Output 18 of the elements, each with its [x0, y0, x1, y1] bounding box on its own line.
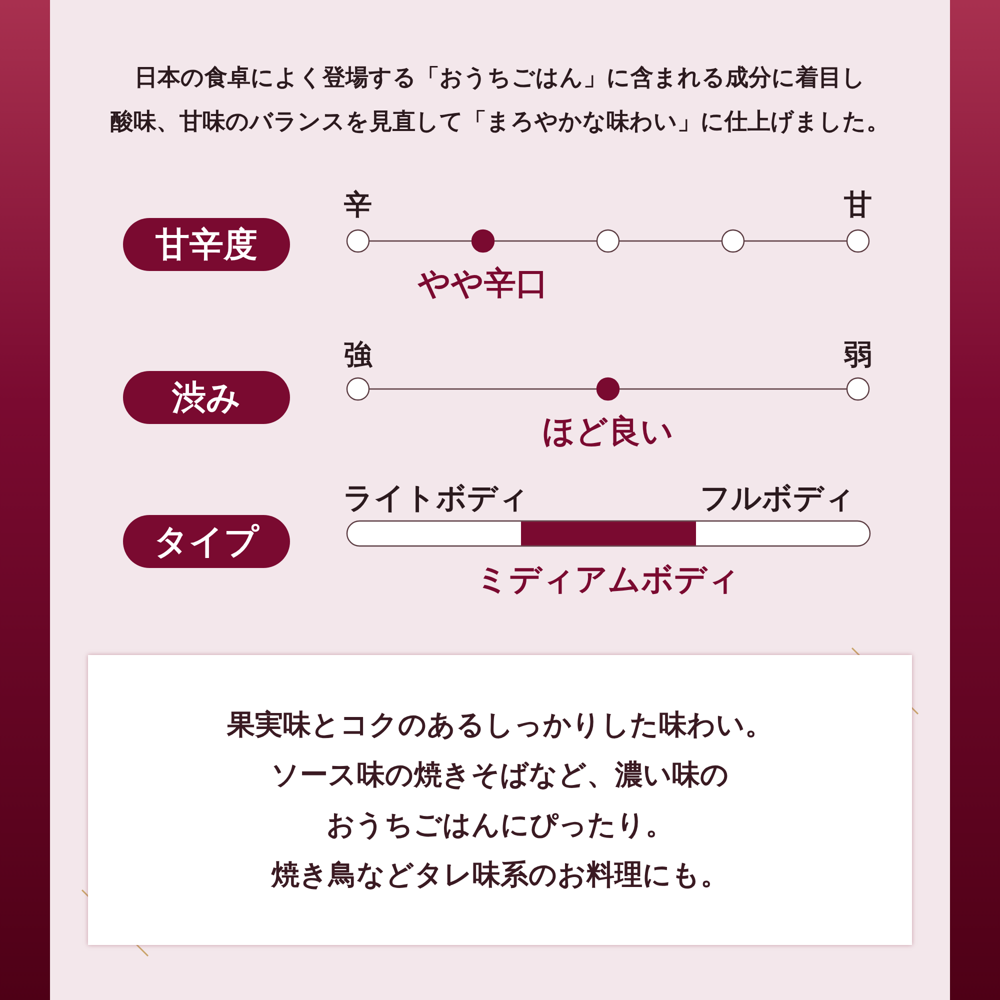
scale-end-label: 甘 — [844, 187, 872, 223]
scale-end-label: 辛 — [344, 187, 372, 223]
scale-end-label: ライトボディ — [343, 480, 529, 518]
scale-end-label: 強 — [344, 337, 372, 373]
description-text: 焼き鳥などタレ味系のお料理にも。 — [272, 857, 728, 893]
category-label: 甘辛度 — [123, 218, 290, 271]
scale-end-label: 弱 — [844, 337, 872, 373]
rating-value: ミディアムボディ — [476, 559, 740, 600]
category-label: タイプ — [123, 515, 290, 568]
category-label: 渋み — [123, 371, 290, 424]
rating-value: やや辛口 — [418, 263, 548, 304]
rating-value: ほど良い — [542, 411, 674, 452]
intro-text: 日本の食卓によく登場する「おうちごはん」に含まれる成分に着目し — [134, 64, 866, 93]
description-card — [88, 655, 912, 945]
description-text: ソース味の焼きそばなど、濃い味のおうちごはんにぴったり。 — [270, 757, 730, 843]
scale-end-label: フルボディ — [700, 480, 855, 518]
description-text: 果実味とコクのあるしっかりした味わい。 — [227, 707, 773, 743]
intro-text: 酸味、甘味のバランスを見直して「まろやかな味わい」に仕上げました。 — [110, 108, 890, 137]
